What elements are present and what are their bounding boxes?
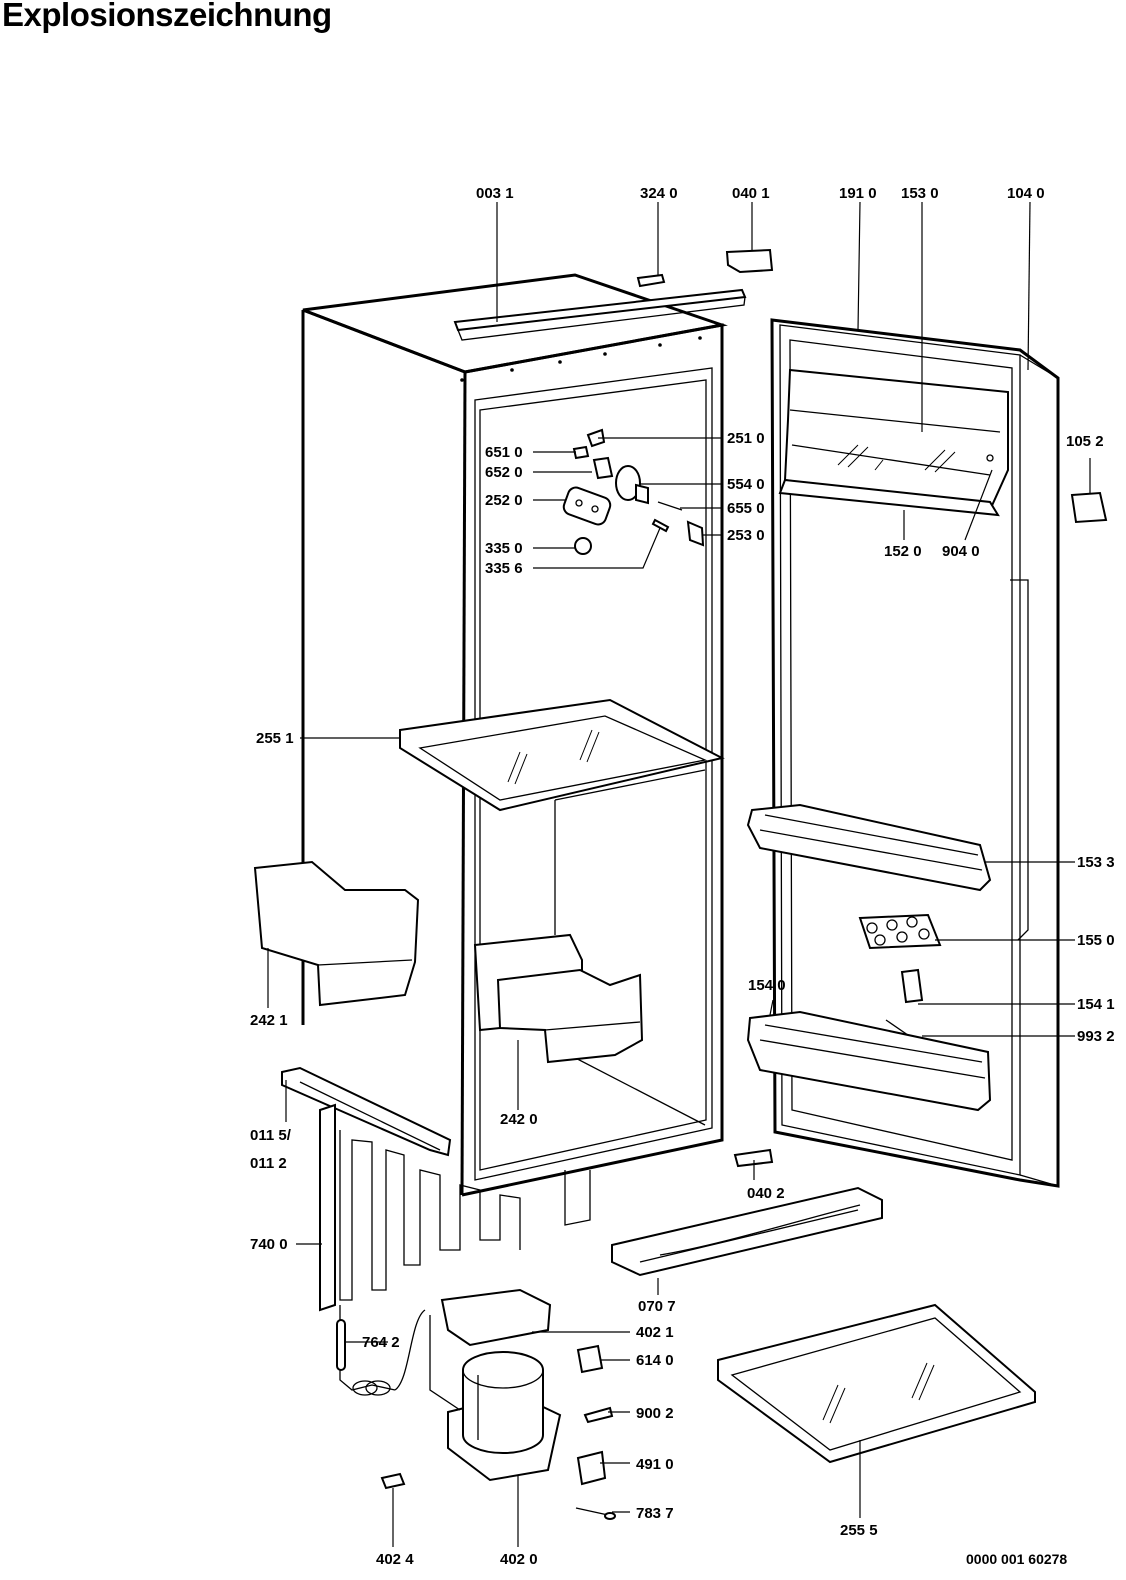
label-242-0: 242 0 [500,1111,538,1128]
compressor-bracket [440,1288,552,1347]
label-191-0: 191 0 [839,185,877,202]
part-783-7 [575,1507,609,1516]
label-253-0: 253 0 [727,527,765,544]
label-764-2: 764 2 [362,1334,400,1351]
label-554-0: 554 0 [727,476,765,493]
drawer-left [253,860,420,1007]
drawer-inner [473,933,644,1064]
cover-491 [576,1450,607,1486]
clip-324 [636,273,666,288]
hinge-105-2 [1070,491,1108,524]
label-154-0: 154 0 [748,977,786,994]
label-402-4: 402 4 [376,1551,414,1568]
page-title: Explosionszeichnung [2,0,332,33]
top-rail [453,288,747,341]
label-153-3: 153 3 [1077,854,1115,871]
label-655-0: 655 0 [727,500,765,517]
label-152-0: 152 0 [884,543,922,560]
label-491-0: 491 0 [636,1456,674,1473]
bracket-040-2 [733,1148,774,1168]
label-652-0: 652 0 [485,464,523,481]
label-335-0: 335 0 [485,540,523,557]
glass-shelf-upper [399,698,725,812]
label-070-7: 070 7 [638,1298,676,1315]
label-003-1: 003 1 [476,185,514,202]
condenser [319,1103,591,1312]
label-900-2: 900 2 [636,1405,674,1422]
door-bin-lower [746,1010,992,1112]
hinge-bracket-040-1 [725,248,774,274]
label-255-1: 255 1 [256,730,294,747]
compressor [429,1315,562,1482]
label-651-0: 651 0 [485,444,523,461]
label-614-0: 614 0 [636,1352,674,1369]
label-011-2: 011 2 [250,1155,287,1172]
part-900-2 [583,1406,614,1424]
label-011-5: 011 5/ [250,1127,292,1144]
label-105-2: 105 2 [1066,433,1104,450]
label-251-0: 251 0 [727,430,765,447]
base-cover [611,1186,883,1277]
relay-614 [576,1344,604,1374]
label-252-0: 252 0 [485,492,523,509]
label-153-0: 153 0 [901,185,939,202]
label-783-7: 783 7 [636,1505,674,1522]
cabinet-body [301,273,728,1197]
label-335-6: 335 6 [485,560,523,577]
part-labels: 003 1 324 0 040 1 191 0 153 0 104 0 251 … [250,185,1115,1568]
bottom-rail [281,1066,452,1157]
label-242-1: 242 1 [250,1012,288,1029]
label-154-1: 154 1 [1077,996,1115,1013]
label-993-2: 993 2 [1077,1028,1115,1045]
leader-lines [267,201,1091,1547]
label-402-1: 402 1 [636,1324,674,1341]
clip-402-4 [380,1472,406,1490]
butter-compartment [778,368,1009,517]
door-bin-upper [746,803,992,892]
label-155-0: 155 0 [1077,932,1115,949]
document-number: 0000 001 60278 [966,1551,1067,1567]
label-104-0: 104 0 [1007,185,1045,202]
label-040-2: 040 2 [747,1185,785,1202]
egg-tray [858,913,942,950]
label-904-0: 904 0 [942,543,980,560]
label-402-0: 402 0 [500,1551,538,1568]
label-740-0: 740 0 [250,1236,288,1253]
label-255-5: 255 5 [840,1522,878,1539]
label-040-1: 040 1 [732,185,770,202]
label-324-0: 324 0 [640,185,678,202]
bottle-holder [900,968,924,1004]
glass-shelf-lower [717,1303,1036,1464]
capillary-tube [336,1305,426,1396]
thermostat-assembly [562,428,705,555]
